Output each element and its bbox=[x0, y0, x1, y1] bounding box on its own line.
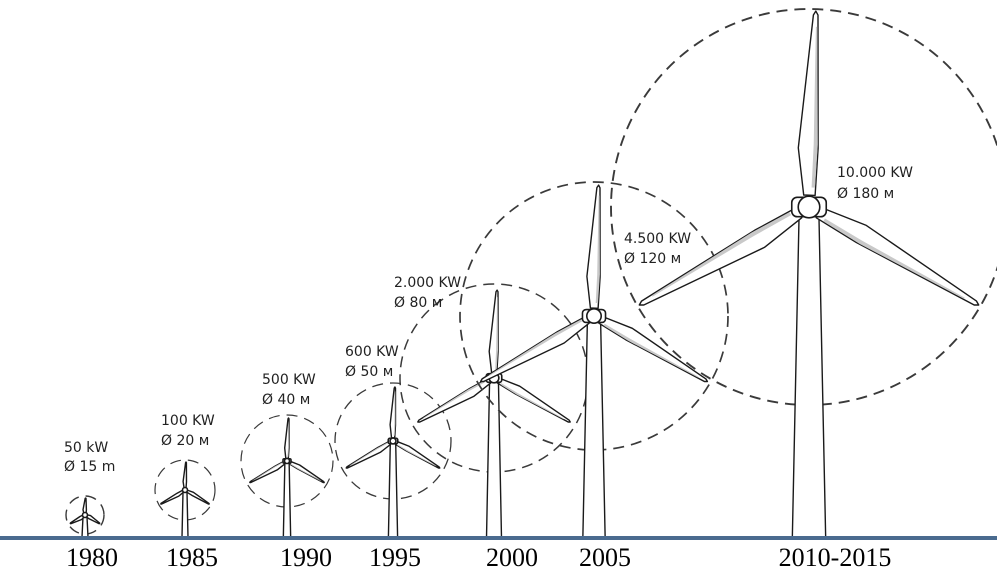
turbine-2010-2015 bbox=[610, 8, 997, 538]
rotor-hub bbox=[181, 486, 189, 494]
rotor-hub bbox=[283, 457, 291, 465]
rotor-blade bbox=[638, 207, 803, 306]
rotor-blade bbox=[182, 461, 188, 490]
turbine-1980 bbox=[65, 495, 105, 538]
rotor-hub bbox=[585, 307, 603, 325]
turbine-2010-diameter: Ø 180 м bbox=[837, 186, 894, 202]
rotor-blade bbox=[82, 497, 88, 515]
turbine-2000 bbox=[399, 283, 589, 538]
ground-line bbox=[0, 536, 997, 540]
turbine-1990-power: 500 KW bbox=[262, 372, 316, 388]
blade-shading bbox=[495, 297, 498, 370]
rotor-blade bbox=[284, 417, 290, 460]
blade-shading bbox=[500, 383, 564, 420]
blade-shading bbox=[396, 444, 436, 467]
turbine-1990-diameter: Ø 40 м bbox=[262, 392, 310, 408]
blade-shading bbox=[287, 421, 289, 457]
blade-shading bbox=[603, 323, 699, 378]
year-label-2000: 2000 bbox=[486, 543, 538, 572]
tower bbox=[81, 516, 89, 538]
rotor-blade bbox=[185, 489, 210, 505]
rotor-blade bbox=[586, 184, 601, 309]
turbine-1995-power: 600 KW bbox=[345, 344, 399, 360]
turbine-2005-diameter: Ø 120 м bbox=[624, 251, 681, 267]
blade-shading bbox=[423, 380, 486, 419]
year-label-1990: 1990 bbox=[280, 543, 332, 572]
rotor-hub bbox=[797, 195, 821, 219]
turbine-1985-power: 100 KW bbox=[161, 413, 215, 429]
rotor-sweep-circle bbox=[459, 181, 729, 451]
year-label-2005: 2005 bbox=[579, 543, 631, 572]
blade-shading bbox=[393, 391, 396, 436]
blade-shading bbox=[290, 463, 322, 482]
rotor-blade bbox=[479, 315, 590, 383]
blade-shading bbox=[488, 319, 582, 376]
turbine-1980-diameter: Ø 15 m bbox=[64, 459, 115, 475]
blade-shading bbox=[349, 442, 389, 466]
rotor-blade bbox=[389, 386, 397, 439]
year-label-1985: 1985 bbox=[166, 543, 218, 572]
blade-shading bbox=[595, 195, 600, 303]
turbine-2000-diameter: Ø 80 м bbox=[394, 295, 442, 311]
turbine-1985-diameter: Ø 20 м bbox=[161, 433, 209, 449]
tower bbox=[387, 442, 399, 538]
rotor-blade bbox=[394, 440, 441, 469]
rotor-blade bbox=[496, 377, 571, 423]
rotor-blade bbox=[287, 460, 325, 484]
rotor-blade bbox=[160, 489, 185, 505]
rotor-blade bbox=[815, 207, 980, 306]
tower bbox=[791, 208, 827, 538]
rotor-hub bbox=[389, 437, 397, 445]
blade-shading bbox=[651, 212, 792, 297]
turbine-2010-power: 10.000 KW bbox=[837, 165, 913, 181]
rotor-sweep-circle bbox=[65, 495, 105, 535]
tower bbox=[282, 462, 292, 538]
rotor-sweep-circle bbox=[154, 459, 216, 521]
rotor-blade bbox=[797, 10, 819, 197]
turbine-1980-power: 50 kW bbox=[64, 440, 108, 456]
blade-shading bbox=[823, 218, 965, 299]
turbines-artwork bbox=[65, 8, 997, 538]
rotor-hub bbox=[81, 511, 89, 519]
turbine-2005 bbox=[459, 181, 729, 538]
turbine-1990 bbox=[240, 414, 334, 538]
turbine-1995-diameter: Ø 50 м bbox=[345, 364, 393, 380]
tower bbox=[582, 317, 606, 538]
year-label-1995: 1995 bbox=[369, 543, 421, 572]
blade-shading bbox=[252, 462, 284, 481]
turbine-1995 bbox=[334, 382, 452, 538]
tower bbox=[485, 379, 503, 538]
year-label-2010-2015: 2010-2015 bbox=[779, 543, 892, 572]
year-label-1980: 1980 bbox=[66, 543, 118, 572]
blade-shading bbox=[811, 26, 818, 188]
tower bbox=[181, 491, 189, 538]
turbine-1985 bbox=[154, 459, 216, 538]
turbine-2000-power: 2.000 KW bbox=[394, 275, 461, 291]
turbine-2005-power: 4.500 KW bbox=[624, 231, 691, 247]
rotor-blade bbox=[598, 315, 709, 383]
